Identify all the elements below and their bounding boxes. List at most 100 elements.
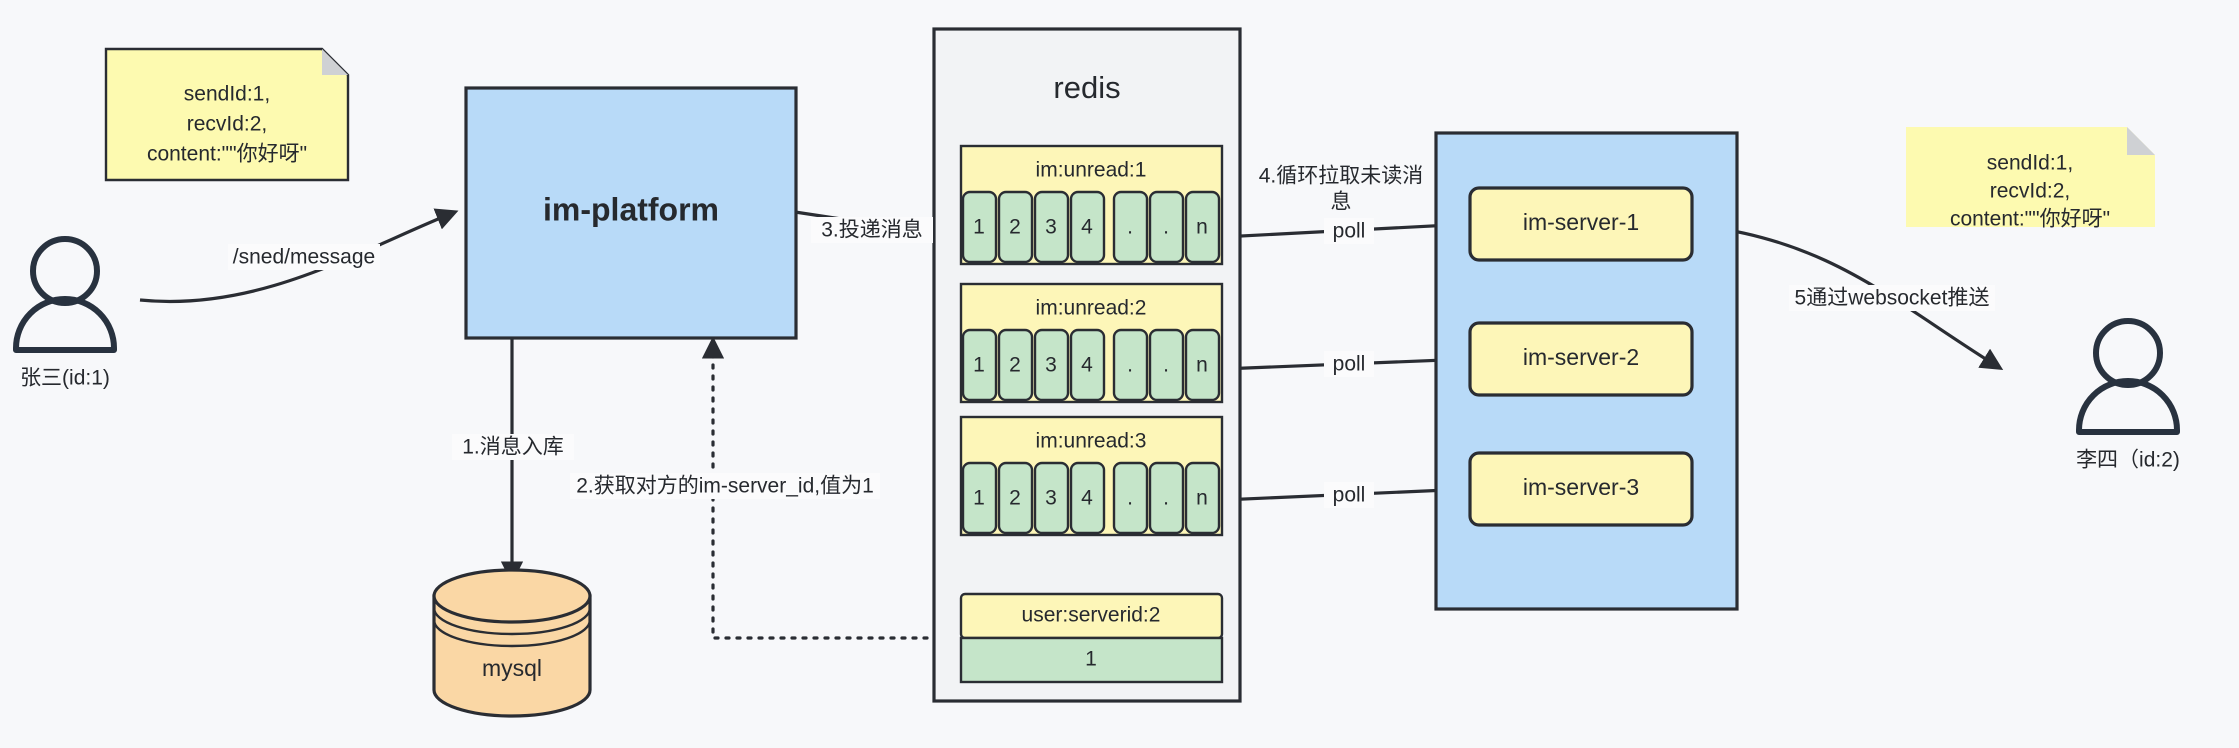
redis-cell[interactable] (1148, 328, 1185, 402)
im-server-2-box[interactable] (1468, 321, 1694, 397)
redis-list-im-unread-1[interactable]: im:unread:1 1 2 3 4 . . n (959, 144, 1224, 266)
redis-list-2-cells: 1 2 3 4 . . n (961, 328, 1221, 402)
redis-cell[interactable] (1184, 190, 1221, 264)
note-right-line-3: content:""你好呀" (1950, 208, 2110, 231)
redis-list-1-key: im:unread:1 (1036, 159, 1147, 182)
note-right-fold (2127, 127, 2155, 155)
redis-cell[interactable] (1112, 190, 1149, 264)
redis-cell-label: n (1196, 216, 1208, 239)
redis-cell[interactable] (1033, 190, 1070, 264)
receiver-actor[interactable]: 李四（id:2) (2076, 318, 2180, 472)
edge-label-step4-line2: 息 (1331, 191, 1352, 214)
redis-cell-label: n (1196, 354, 1208, 377)
mysql-cylinder-top (432, 568, 592, 624)
im-server-1-box[interactable] (1468, 186, 1694, 262)
edge-label-poll-3: poll (1333, 484, 1366, 507)
redis-list-1-cells: 1 2 3 4 . . n (961, 190, 1221, 264)
im-server-3-label: im-server-3 (1523, 474, 1639, 500)
edge-label-poll-2: poll (1333, 353, 1366, 376)
person-icon-head (2093, 318, 2163, 388)
edge-server1-to-receiver (1684, 222, 2004, 370)
redis-list-3-key: im:unread:3 (1036, 430, 1147, 453)
label-bg (1789, 285, 1995, 311)
redis-cell-label: 3 (1045, 487, 1057, 510)
note-right: sendId:1, recvId:2, content:""你好呀" (1906, 127, 2155, 231)
redis-cell-label: 2 (1009, 487, 1021, 510)
redis-cell-label: . (1127, 354, 1133, 377)
redis-cell[interactable] (997, 461, 1034, 535)
im-server-cluster[interactable]: im-server-1 im-server-2 im-server-3 (1434, 131, 1739, 611)
note-left-fold (322, 49, 348, 75)
redis-cell-label: . (1127, 216, 1133, 239)
redis-cell-label: 1 (973, 216, 985, 239)
sender-label: 张三(id:1) (20, 367, 110, 390)
redis-cell-label: n (1196, 487, 1208, 510)
person-icon-body (2076, 378, 2180, 435)
label-bg (228, 244, 380, 270)
redis-cell[interactable] (1148, 190, 1185, 264)
redis-cell[interactable] (1033, 461, 1070, 535)
note-right-line-1: sendId:1, (1987, 152, 2073, 175)
redis-cell[interactable] (1112, 328, 1149, 402)
redis-cell[interactable] (1069, 190, 1106, 264)
label-bg (452, 434, 574, 460)
redis-kv-value-box[interactable] (959, 636, 1224, 684)
im-platform-node[interactable]: im-platform (464, 86, 798, 340)
redis-kv-user-serverid[interactable]: user:serverid:2 1 (959, 592, 1224, 684)
redis-cell-label: 4 (1081, 354, 1093, 377)
im-server-3-box[interactable] (1468, 451, 1694, 527)
person-icon-head (30, 236, 100, 306)
note-left-line-2: recvId:2, (187, 113, 268, 136)
redis-cell[interactable] (1069, 328, 1106, 402)
label-bg (1324, 482, 1374, 508)
redis-cell-label: 2 (1009, 216, 1021, 239)
note-left-body (104, 47, 350, 182)
im-server-2-label: im-server-2 (1523, 344, 1639, 370)
redis-cell-label: . (1163, 487, 1169, 510)
redis-cell-label: . (1163, 216, 1169, 239)
mysql-node[interactable]: mysql (432, 568, 592, 718)
redis-cell-label: . (1163, 354, 1169, 377)
mysql-label: mysql (482, 655, 542, 681)
label-bg (811, 217, 933, 243)
redis-cell[interactable] (1148, 461, 1185, 535)
note-right-body (1906, 127, 2155, 227)
redis-list-im-unread-2[interactable]: im:unread:2 1 2 3 4 . . n (959, 282, 1224, 404)
redis-kv-value: 1 (1085, 648, 1097, 671)
note-left-line-3: content:""你好呀" (147, 143, 307, 166)
redis-cell[interactable] (961, 461, 998, 535)
redis-cell[interactable] (997, 190, 1034, 264)
note-left: sendId:1, recvId:2, content:""你好呀" (104, 47, 350, 182)
redis-cell[interactable] (1112, 461, 1149, 535)
redis-cell[interactable] (997, 328, 1034, 402)
redis-list-2-key: im:unread:2 (1036, 297, 1147, 320)
edge-label-step1: 1.消息入库 (462, 436, 564, 459)
redis-cell[interactable] (1069, 461, 1106, 535)
edge-label-step3: 3.投递消息 (821, 219, 923, 242)
edge-label-step2: 2.获取对方的im-server_id,值为1 (576, 475, 874, 498)
edge-label-step5: 5通过websocket推送 (1795, 287, 1990, 310)
redis-cell-label: 4 (1081, 487, 1093, 510)
redis-list-im-unread-3[interactable]: im:unread:3 1 2 3 4 . . n (959, 415, 1224, 537)
redis-container[interactable]: redis im:unread:1 1 2 3 4 . . (932, 27, 1242, 703)
redis-cell-label: 3 (1045, 216, 1057, 239)
edge-sender-to-platform (139, 208, 459, 304)
redis-cell[interactable] (961, 328, 998, 402)
redis-cell[interactable] (1033, 328, 1070, 402)
redis-cell[interactable] (1184, 461, 1221, 535)
redis-cell-label: 1 (973, 354, 985, 377)
im-server-1-label: im-server-1 (1523, 209, 1639, 235)
note-left-line-1: sendId:1, (184, 83, 270, 106)
redis-cell-label: 1 (973, 487, 985, 510)
redis-title: redis (1053, 70, 1120, 105)
redis-cell-label: 3 (1045, 354, 1057, 377)
redis-cell[interactable] (961, 190, 998, 264)
redis-list-3-cells: 1 2 3 4 . . n (961, 461, 1221, 535)
sender-actor[interactable]: 张三(id:1) (13, 236, 117, 390)
redis-cell[interactable] (1184, 328, 1221, 402)
edge-label-send-message: /sned/message (233, 246, 375, 269)
edge-label-poll-1: poll (1333, 220, 1366, 243)
label-bg (570, 473, 880, 499)
label-bg (1324, 218, 1374, 244)
